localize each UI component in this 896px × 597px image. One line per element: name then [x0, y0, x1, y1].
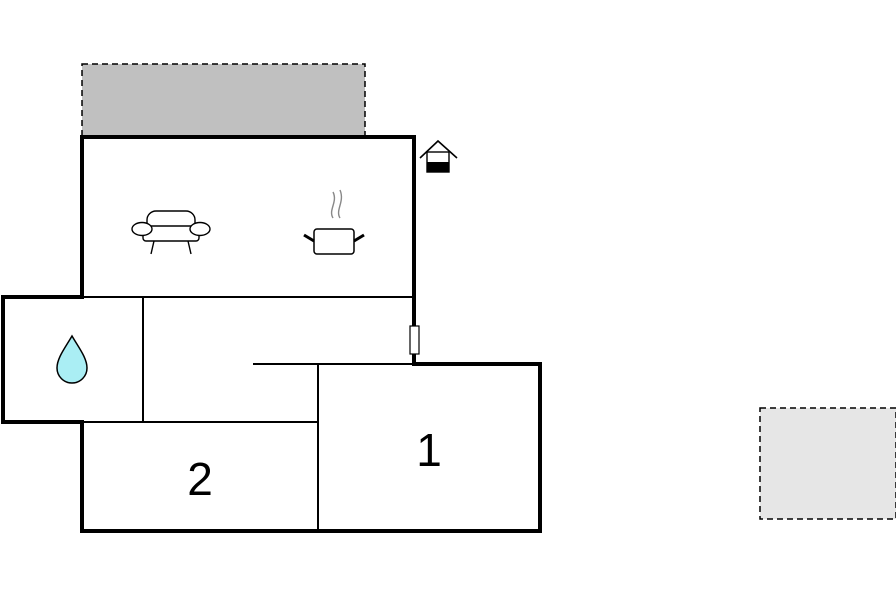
exterior-walls [1, 135, 542, 533]
room-label-1: 1 [416, 424, 442, 476]
room-label-2: 2 [187, 453, 213, 505]
sofa-icon [131, 210, 211, 255]
terrace-area [81, 63, 366, 138]
parking-area [759, 407, 896, 520]
cooking-pot-icon [303, 189, 365, 255]
entrance-icon [419, 139, 458, 173]
water-drop-icon [56, 334, 88, 384]
interior-walls [82, 296, 414, 531]
door-icon [409, 325, 420, 355]
